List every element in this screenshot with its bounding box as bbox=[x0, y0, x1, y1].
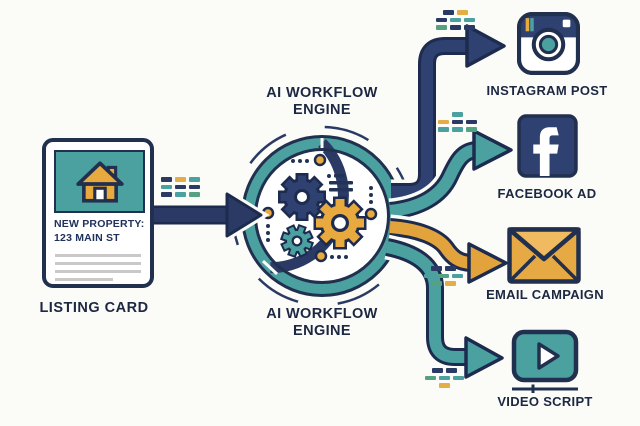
arrow-facebook bbox=[388, 122, 522, 224]
listing-card-label: LISTING CARD bbox=[39, 300, 149, 316]
instagram-post-label: INSTAGRAM POST bbox=[486, 83, 608, 98]
data-bits-icon bbox=[424, 266, 463, 286]
text-line bbox=[55, 278, 113, 281]
property-photo bbox=[54, 150, 145, 213]
video-player-icon bbox=[511, 329, 579, 395]
arrow-instagram bbox=[391, 17, 515, 205]
text-line bbox=[55, 254, 141, 257]
email-campaign-label: EMAIL CAMPAIGN bbox=[486, 287, 604, 302]
arrow-email bbox=[388, 214, 517, 291]
instagram-camera-icon bbox=[517, 12, 580, 75]
engine-label-top: AI WORKFLOW ENGINE bbox=[232, 85, 412, 120]
data-bits-icon bbox=[438, 112, 477, 132]
engine-label-top-line2: ENGINE bbox=[293, 102, 351, 119]
data-bits-icon bbox=[436, 10, 475, 30]
arrow-input bbox=[154, 185, 270, 245]
list-icon bbox=[327, 174, 353, 192]
text-line bbox=[55, 262, 141, 265]
card-headline: NEW PROPERTY: 123 MAIN ST bbox=[54, 218, 146, 245]
listing-card: NEW PROPERTY: 123 MAIN ST bbox=[42, 138, 154, 288]
gear-icon bbox=[313, 196, 367, 250]
engine-label-bottom: AI WORKFLOW ENGINE bbox=[232, 306, 412, 341]
engine-label-bottom-line2: ENGINE bbox=[293, 323, 351, 340]
text-line bbox=[55, 270, 141, 273]
engine-circle bbox=[231, 125, 413, 307]
data-bits-icon bbox=[161, 177, 200, 197]
video-script-label: VIDEO SCRIPT bbox=[497, 394, 593, 409]
facebook-ad-label: FACEBOOK AD bbox=[497, 186, 597, 201]
headline-line1: NEW PROPERTY: bbox=[54, 218, 145, 230]
dots-decoration bbox=[266, 159, 373, 259]
engine-label-bottom-line1: AI WORKFLOW bbox=[266, 306, 378, 322]
facebook-f-icon bbox=[517, 114, 578, 178]
house-icon bbox=[75, 160, 124, 203]
envelope-icon bbox=[507, 227, 581, 284]
headline-line2: 123 MAIN ST bbox=[54, 231, 120, 244]
data-bits-icon bbox=[425, 368, 464, 388]
engine-label-top-line1: AI WORKFLOW bbox=[266, 85, 378, 101]
gear-icon bbox=[279, 223, 315, 259]
gear-icon bbox=[278, 173, 326, 221]
arrow-video bbox=[384, 234, 513, 386]
